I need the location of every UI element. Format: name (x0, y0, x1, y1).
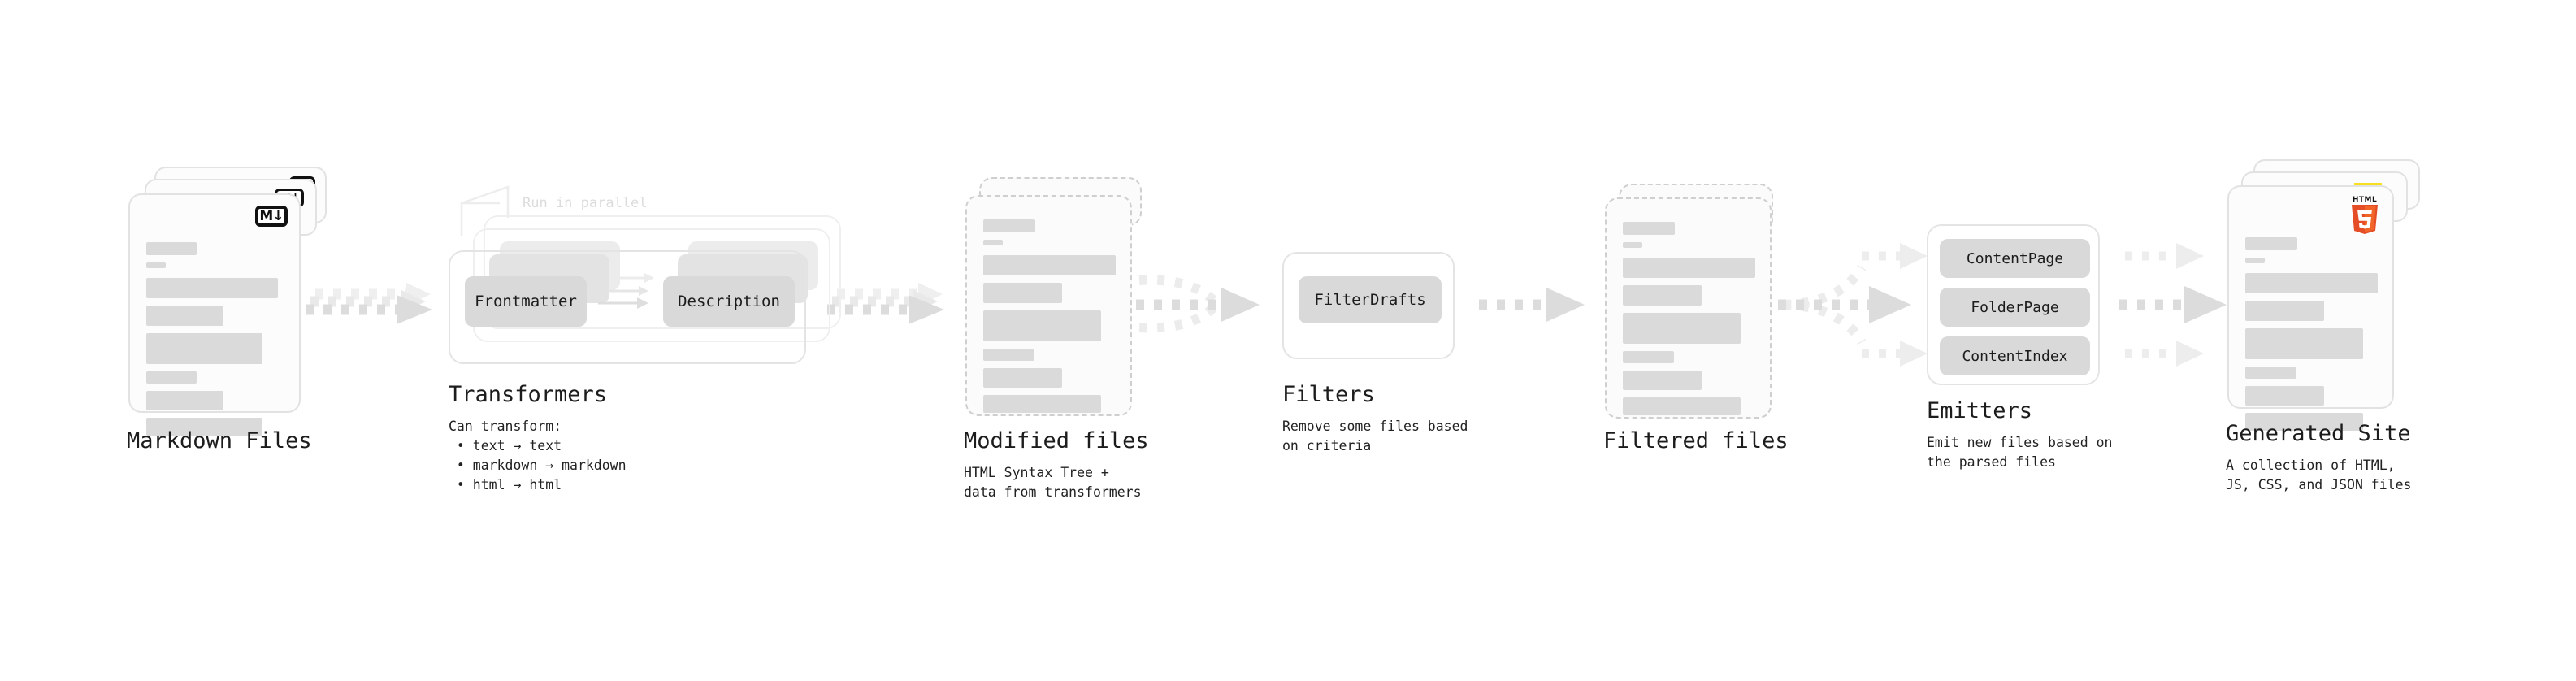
html5-icon: HTML (2347, 193, 2383, 236)
skeleton-bar (2245, 328, 2363, 359)
skeleton-bar (983, 240, 1003, 245)
generated-site-description: A collection of HTML, JS, CSS, and JSON … (2226, 458, 2412, 492)
connector-markdown-to-transformers (306, 283, 432, 324)
markdown-files-title: Markdown Files (127, 428, 312, 453)
skeleton-bar (2245, 258, 2265, 263)
generated-site-title: Generated Site (2226, 421, 2411, 446)
skeleton-bar (146, 391, 223, 410)
skeleton-bar (146, 242, 197, 255)
modified-card-front (965, 195, 1132, 416)
emitters-title: Emitters (1927, 398, 2033, 423)
skeleton-bar (2245, 386, 2324, 406)
transformer-panel-front: Frontmatter Description (449, 250, 806, 364)
connector-transformers-to-modified (827, 283, 944, 324)
skeleton-bar (1623, 397, 1741, 415)
filters-chip-filterdrafts[interactable]: FilterDrafts (1299, 276, 1442, 323)
skeleton-bar (983, 368, 1062, 388)
emitters-panel: ContentPage FolderPage ContentIndex (1927, 224, 2100, 385)
skeleton-bar (146, 262, 166, 268)
site-card-front: HTML (2227, 185, 2394, 431)
modified-files-description: HTML Syntax Tree + data from transformer… (964, 465, 1142, 500)
transformers-title: Transformers (449, 382, 608, 407)
filters-title: Filters (1282, 382, 1375, 407)
skeleton-bar (983, 395, 1101, 413)
filtered-files-title: Filtered files (1603, 428, 1789, 453)
skeleton-bar (983, 310, 1101, 341)
skeleton-bar (983, 255, 1116, 275)
connector-filters-to-filtered (1479, 288, 1585, 322)
connector-modified-to-filters (1136, 275, 1260, 333)
emitters-chip-contentindex[interactable]: ContentIndex (1940, 336, 2090, 375)
skeleton-bar (146, 371, 197, 384)
transformer-chip-frontmatter[interactable]: Frontmatter (465, 276, 587, 327)
skeleton-bar (1623, 371, 1702, 390)
skeleton-bar (2245, 237, 2297, 250)
skeleton-bar (1623, 285, 1702, 306)
connector-filtered-to-emitters (1778, 243, 1928, 367)
filtered-skeleton-bars (1623, 222, 1755, 423)
skeleton-bar (1623, 222, 1675, 235)
filtered-card-front (1605, 197, 1772, 419)
emitters-chip-folderpage[interactable]: FolderPage (1940, 288, 2090, 327)
svg-text:HTML: HTML (2353, 196, 2377, 204)
run-in-parallel-note: Run in parallel (523, 195, 648, 211)
skeleton-bar (1623, 258, 1755, 278)
skeleton-bar (983, 349, 1034, 361)
transformer-chip-description[interactable]: Description (663, 276, 795, 327)
markdown-icon: M↓ (255, 206, 288, 227)
filters-panel: FilterDrafts (1282, 252, 1455, 359)
skeleton-bar (2245, 413, 2363, 431)
skeleton-bar (146, 278, 278, 298)
connector-emitters-to-site (2119, 243, 2227, 367)
skeleton-bar (1623, 313, 1741, 344)
emitters-chip-contentpage[interactable]: ContentPage (1940, 239, 2090, 278)
site-skeleton-bars (2245, 237, 2378, 438)
transformers-description: Can transform: • text → text • markdown … (449, 419, 627, 492)
markdown-card-front: M↓ (128, 193, 301, 436)
skeleton-bar (146, 418, 262, 436)
markdown-skeleton-bars (146, 242, 283, 443)
skeleton-bar (146, 306, 223, 326)
skeleton-bar (2245, 367, 2296, 379)
filters-description: Remove some files based on criteria (1282, 419, 1468, 453)
skeleton-bar (983, 283, 1062, 303)
skeleton-bar (2245, 273, 2378, 293)
modified-files-title: Modified files (964, 428, 1149, 453)
skeleton-bar (2245, 301, 2324, 321)
skeleton-bar (1623, 351, 1674, 363)
skeleton-bar (146, 333, 262, 364)
modified-skeleton-bars (983, 219, 1116, 420)
skeleton-bar (983, 219, 1035, 232)
emitters-description: Emit new files based on the parsed files (1927, 435, 2113, 470)
skeleton-bar (1623, 242, 1642, 248)
